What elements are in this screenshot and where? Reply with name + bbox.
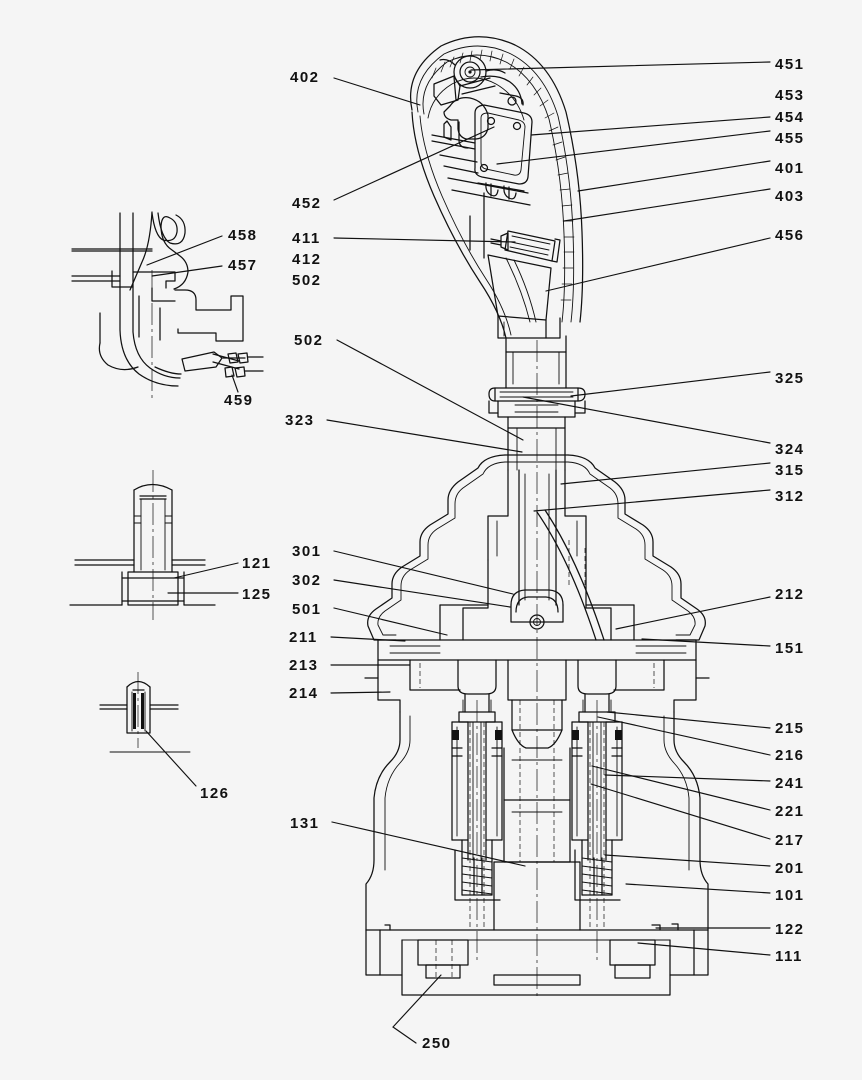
ref-numeral-126: 126 (200, 785, 230, 802)
ref-numeral-412: 412 (292, 251, 322, 268)
ref-numeral-451: 451 (775, 56, 805, 73)
ref-numeral-457: 457 (228, 257, 258, 274)
ref-numeral-456: 456 (775, 227, 805, 244)
ref-numeral-325: 325 (775, 370, 805, 387)
ref-numeral-315: 315 (775, 462, 805, 479)
ref-numeral-241: 241 (775, 775, 805, 792)
ref-numeral-502-upper: 502 (292, 272, 322, 289)
ref-numeral-215: 215 (775, 720, 805, 737)
ref-numeral-125: 125 (242, 586, 272, 603)
ref-numeral-213: 213 (289, 657, 319, 674)
ref-numeral-217: 217 (775, 832, 805, 849)
ref-numeral-214: 214 (289, 685, 319, 702)
ref-numeral-401: 401 (775, 160, 805, 177)
ref-numeral-411: 411 (292, 230, 321, 247)
ref-numeral-121: 121 (242, 555, 272, 572)
ref-numeral-221: 221 (775, 803, 805, 820)
ref-numeral-502-lower: 502 (294, 332, 324, 349)
ref-numeral-452: 452 (292, 195, 322, 212)
ref-numeral-111: 111 (775, 948, 803, 965)
ref-numeral-403: 403 (775, 188, 805, 205)
ref-numeral-211: 211 (289, 629, 318, 646)
ref-numeral-250: 250 (422, 1035, 452, 1052)
detail-view-wiring (71, 211, 264, 400)
detail-view-bolt (69, 470, 239, 620)
ref-numeral-201: 201 (775, 860, 805, 877)
ref-numeral-312: 312 (775, 488, 805, 505)
ref-numeral-122: 122 (775, 921, 805, 938)
ref-numeral-454: 454 (775, 109, 805, 126)
ref-numeral-458: 458 (228, 227, 258, 244)
ref-numeral-302: 302 (292, 572, 322, 589)
ref-numeral-455: 455 (775, 130, 805, 147)
main-view-central-plunger (493, 659, 581, 931)
ref-numeral-324: 324 (775, 441, 805, 458)
ref-numeral-301: 301 (292, 543, 322, 560)
main-view-upper-shaft (488, 340, 586, 1000)
main-view-spool-right (571, 659, 623, 960)
ref-numeral-402: 402 (290, 69, 320, 86)
ref-numeral-212: 212 (775, 586, 805, 603)
leader-lines-right (470, 61, 771, 956)
ref-numeral-151: 151 (775, 640, 805, 657)
main-view-upper-body (439, 469, 635, 641)
ref-numeral-131: 131 (290, 815, 320, 832)
main-view-valve-housing (364, 639, 710, 996)
ref-numeral-216: 216 (775, 747, 805, 764)
main-view-spool-left (451, 659, 503, 960)
ref-numeral-323: 323 (285, 412, 315, 429)
detail-view-pin (99, 672, 197, 787)
ref-numeral-459: 459 (224, 392, 254, 409)
ref-numeral-453: 453 (775, 87, 805, 104)
ref-numeral-501: 501 (292, 601, 322, 618)
ref-numeral-101: 101 (775, 887, 805, 904)
main-view-bellows-boot (367, 454, 706, 641)
main-view-handle (410, 36, 584, 353)
